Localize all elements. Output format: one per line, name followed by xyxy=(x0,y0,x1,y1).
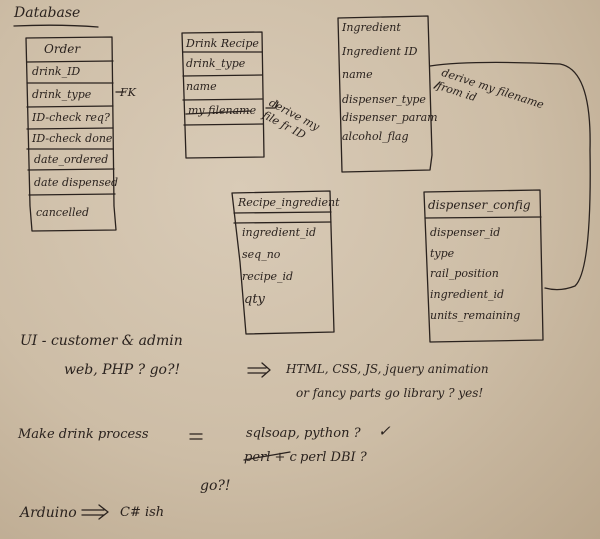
order-table-box xyxy=(25,36,117,232)
order-field: date dispensed xyxy=(34,176,119,189)
order-field: ID-check req? xyxy=(32,111,110,124)
ingredient-field: alcohol_flag xyxy=(342,130,409,143)
order-field: drink_ID xyxy=(32,65,81,78)
fk-note: FK xyxy=(120,86,136,99)
note-go: go?! xyxy=(200,478,231,494)
order-field: ID-check done xyxy=(32,132,113,145)
dispenser-config-title: dispenser_config xyxy=(428,198,531,212)
drink-recipe-field: drink_type xyxy=(186,57,246,70)
checkmark-icon: ✓ xyxy=(378,422,391,440)
link-curve xyxy=(429,61,591,291)
note-perl-dbi: perl DBI ? xyxy=(300,450,367,465)
dispenser-config-field: units_remaining xyxy=(430,309,521,322)
drink-recipe-field: name xyxy=(186,80,217,93)
ingredient-field: dispenser_param xyxy=(342,111,438,124)
recipe-ingredient-title: Recipe_ingredient xyxy=(238,196,340,209)
order-field: drink_type xyxy=(32,88,92,101)
recipe-ingredient-field: recipe_id xyxy=(242,270,294,283)
drink-recipe-field-struck: my filename xyxy=(188,104,257,117)
ingredient-title: Ingredient xyxy=(342,21,401,34)
ingredient-table-box xyxy=(337,15,433,173)
dispenser-config-field: type xyxy=(430,247,455,260)
note-csharp: C# ish xyxy=(120,505,165,520)
note-web: web, PHP ? go?! xyxy=(64,362,181,378)
recipe-ingredient-field: ingredient_id xyxy=(242,226,317,239)
recipe-ingredient-field: qty xyxy=(244,292,265,307)
ingredient-field: dispenser_type xyxy=(342,93,426,106)
order-header-rule xyxy=(26,60,114,63)
note-arduino: Arduino xyxy=(20,505,77,521)
drink-recipe-title: Drink Recipe xyxy=(186,37,259,50)
dispenser-config-field: rail_position xyxy=(430,267,499,280)
order-field: date_ordered xyxy=(34,153,109,166)
recipe-ingredient-field: seq_no xyxy=(242,248,281,261)
note-perl-struck: perl + c xyxy=(244,450,297,465)
note-sqlsoap: sqlsoap, python ? xyxy=(246,426,361,441)
page-title: Database xyxy=(14,5,81,21)
dispenser-config-field: ingredient_id xyxy=(430,288,505,301)
title-underline xyxy=(13,24,99,28)
drink-recipe-table-box xyxy=(181,31,265,159)
dispenser-config-field: dispenser_id xyxy=(430,226,501,239)
order-title: Order xyxy=(44,42,81,56)
order-field: cancelled xyxy=(36,206,90,219)
note-html: HTML, CSS, JS, jquery animation xyxy=(286,362,489,376)
ingredient-field: name xyxy=(342,68,373,81)
note-make-drink: Make drink process xyxy=(18,427,149,442)
dispenser-config-table-box xyxy=(423,189,544,343)
note-fancy: or fancy parts go library ? yes! xyxy=(296,386,484,400)
note-ui: UI - customer & admin xyxy=(20,333,183,349)
ingredient-field: Ingredient ID xyxy=(342,45,418,58)
recipe-ingredient-table-box xyxy=(231,190,335,335)
